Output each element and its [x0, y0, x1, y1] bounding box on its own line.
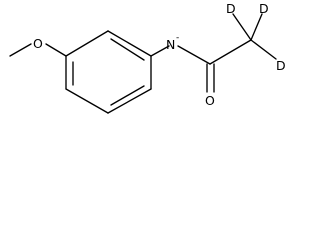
bond-oxygen-ring — [45, 43, 67, 57]
atom-deuterium-2: D — [259, 1, 269, 16]
atom-oxygen-methoxy: O — [33, 36, 43, 51]
ring-bond-5 — [107, 30, 152, 57]
ring-double-bond-3 — [110, 38, 145, 61]
bond-c-d2 — [250, 13, 263, 41]
ring-bond-6 — [65, 30, 109, 57]
bond-c-d3 — [250, 39, 277, 60]
bond-c-d1 — [232, 13, 252, 41]
nitrogen-charge: - — [176, 33, 179, 43]
atom-deuterium-3: D — [276, 58, 286, 73]
benzene-ring — [65, 30, 152, 114]
bond-nitrogen-carbonyl — [177, 45, 211, 65]
bond-methyl-oxygen — [9, 43, 32, 57]
atom-deuterium-1: D — [226, 1, 236, 16]
bond-ring-nitrogen — [150, 45, 170, 57]
ring-double-bond-2 — [110, 85, 145, 106]
ring-bond-2 — [65, 88, 109, 114]
bond-carbonyl-cd3 — [209, 39, 252, 65]
ring-bond-3 — [107, 88, 152, 114]
atom-nitrogen: N — [166, 37, 175, 52]
atom-oxygen-carbonyl: O — [205, 93, 215, 108]
structure-diagram: O N - O D D D — [9, 1, 286, 114]
